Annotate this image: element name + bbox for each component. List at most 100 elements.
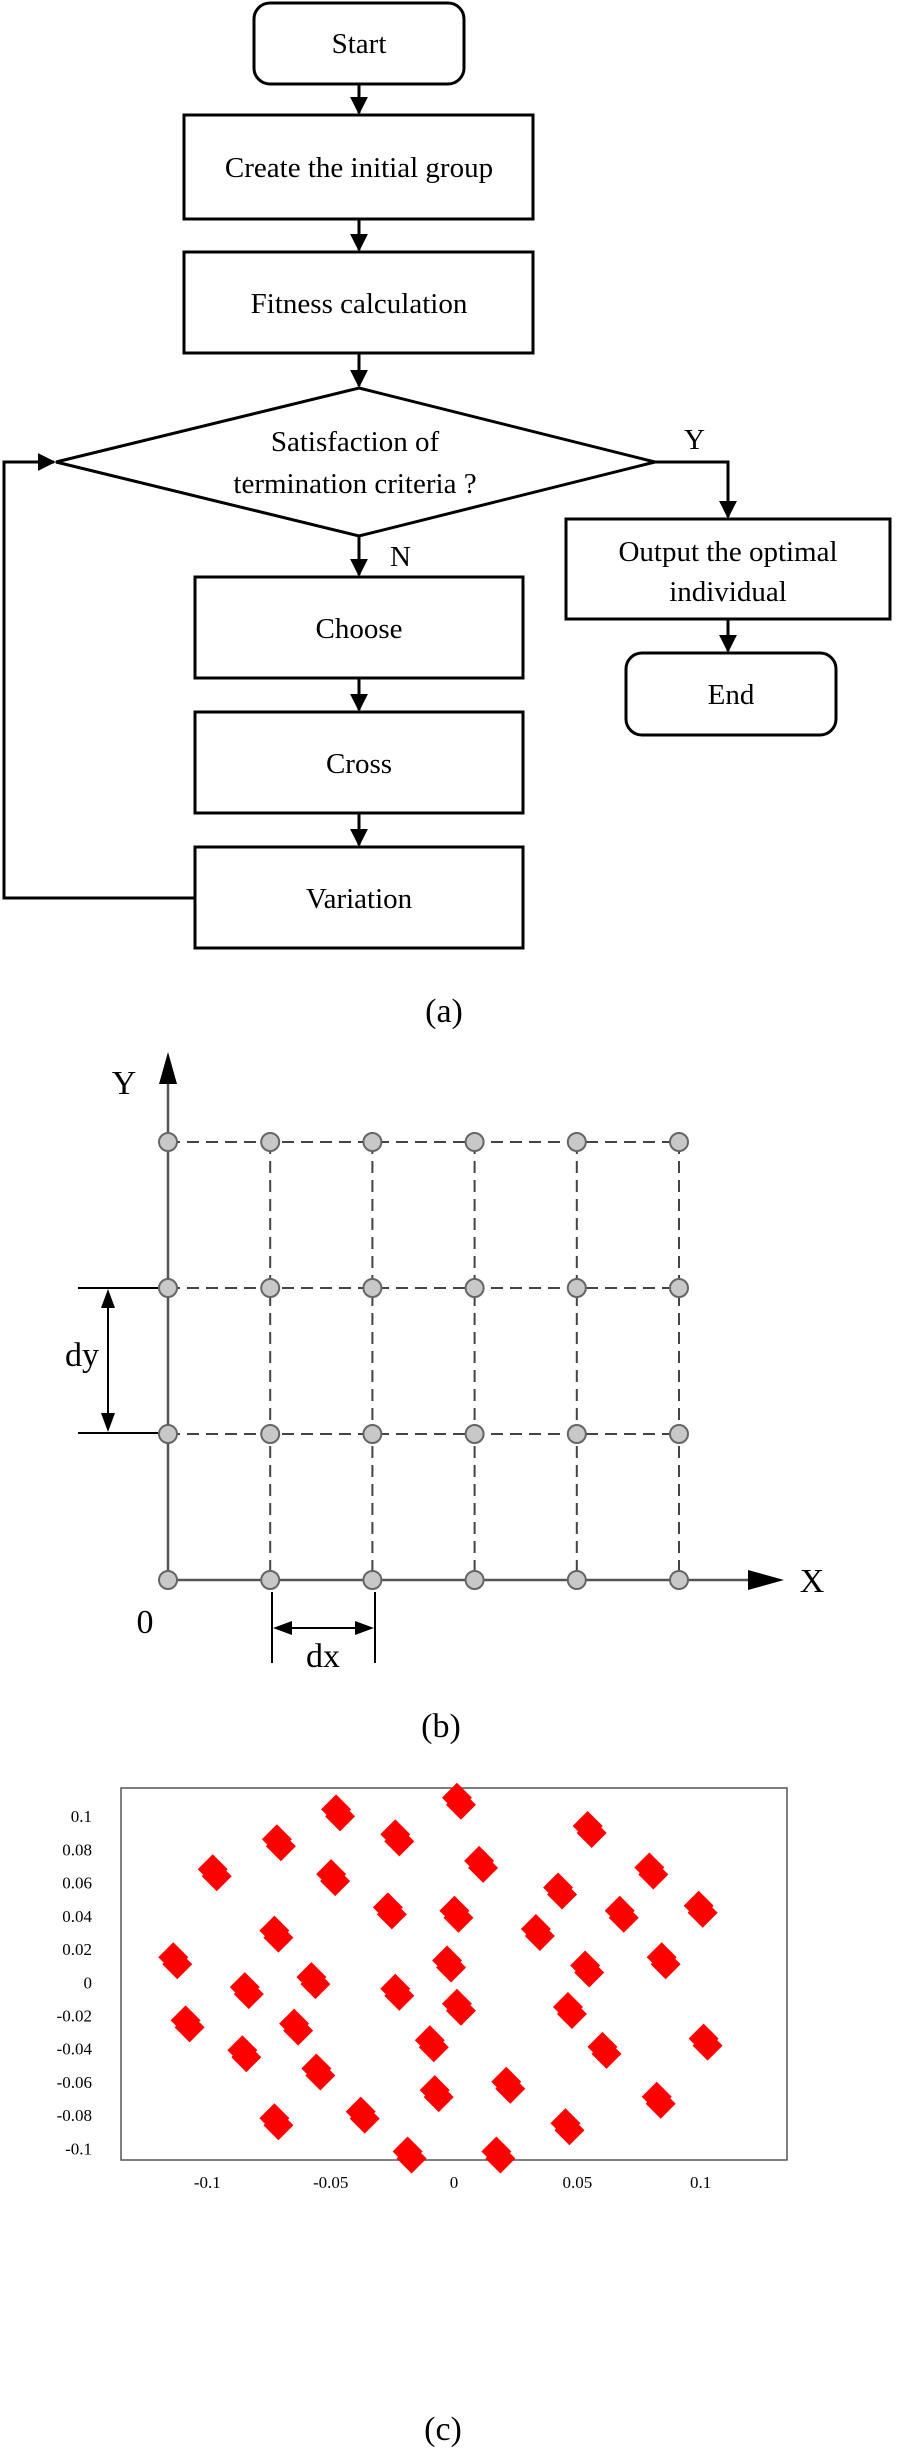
dx-arrow-right	[355, 1621, 374, 1635]
end-terminator	[624, 651, 838, 737]
y-tick-labels: 0.10.080.060.040.020-0.02-0.04-0.06-0.08…	[57, 1807, 93, 2158]
scatter-point	[441, 1988, 476, 2026]
arrow-yes-branch	[655, 460, 737, 519]
grid-dashed-lines	[168, 1141, 680, 1580]
x-tick-label: 0.05	[562, 2173, 592, 2192]
origin-label: 0	[137, 1604, 154, 1641]
x-tick-label: -0.1	[194, 2173, 221, 2192]
y-tick-label: -0.08	[57, 2106, 92, 2125]
fitness-label: Fitness calculation	[251, 288, 468, 320]
grid-node	[260, 1424, 281, 1444]
scatter-point	[688, 2023, 723, 2061]
grid-node	[158, 1570, 178, 1590]
grid-node	[464, 1132, 485, 1152]
caption-b: (b)	[421, 1708, 461, 1745]
choose-label: Choose	[316, 613, 403, 645]
scatter-point	[197, 1854, 232, 1892]
grid-nodes	[158, 1132, 689, 1590]
arrow-feedback-loop	[2, 453, 195, 900]
scatter-point	[227, 2035, 262, 2073]
dx-label: dx	[306, 1638, 340, 1675]
scatter-point	[372, 1892, 407, 1930]
scatter-point	[552, 1992, 587, 2030]
scatter-point	[683, 1890, 718, 1928]
scatter-point	[170, 2005, 205, 2043]
grid-node	[464, 1278, 485, 1298]
grid-node	[566, 1424, 587, 1444]
scatter-point	[641, 2081, 676, 2119]
grid-node	[260, 1132, 281, 1152]
y-tick-label: 0.02	[62, 1940, 92, 1959]
grid-node	[464, 1424, 485, 1444]
grid-panel: Y X 0 dy dx (b)	[65, 1052, 824, 1745]
scatter-point	[321, 1794, 356, 1832]
y-tick-label: 0.1	[71, 1807, 92, 1826]
grid-node	[669, 1132, 689, 1152]
scatter-point	[158, 1942, 193, 1980]
scatter-point	[550, 2108, 585, 2146]
scatter-point	[441, 1782, 476, 1820]
scatter-point	[419, 2075, 454, 2113]
scatter-point	[432, 1945, 467, 1983]
caption-a: (a)	[425, 993, 463, 1030]
grid-node	[566, 1570, 587, 1590]
scatter-point	[634, 1852, 669, 1890]
grid-node	[669, 1570, 689, 1590]
y-axis-arrowhead	[159, 1052, 177, 1084]
yes-label: Y	[684, 424, 705, 456]
scatter-point	[279, 2008, 314, 2046]
scatter-point	[261, 1824, 296, 1862]
grid-node	[362, 1570, 383, 1590]
x-tick-label: 0.1	[690, 2173, 711, 2192]
end-label: End	[708, 679, 755, 711]
scatter-panel: 0.10.080.060.040.020-0.02-0.04-0.06-0.08…	[57, 1782, 788, 2448]
flowchart-panel: Start Create the initial group Fitness c…	[2, 1, 892, 1030]
grid-node	[362, 1424, 383, 1444]
start-label: Start	[332, 28, 387, 60]
decision-label-line2: termination criteria ?	[233, 468, 476, 500]
scatter-point	[316, 1859, 351, 1897]
dy-label: dy	[65, 1337, 99, 1374]
output-optimal-box	[564, 517, 892, 621]
scatter-point	[646, 1942, 681, 1980]
y-tick-label: 0.04	[62, 1907, 92, 1926]
y-tick-label: -0.02	[57, 2007, 92, 2026]
scatter-point	[543, 1872, 578, 1910]
scatter-point	[464, 1845, 499, 1883]
x-axis-label: X	[800, 1563, 825, 1600]
create-group-box	[182, 113, 535, 221]
scatter-point	[572, 1811, 607, 1849]
grid-node	[158, 1278, 178, 1298]
scatter-point	[229, 1972, 264, 2010]
grid-node	[362, 1278, 383, 1298]
grid-node	[158, 1132, 178, 1152]
scatter-point	[380, 1973, 415, 2011]
dy-arrow-down	[101, 1413, 115, 1432]
scatter-point	[345, 2096, 380, 2134]
y-tick-label: -0.1	[65, 2139, 92, 2158]
variation-label: Variation	[306, 883, 413, 915]
output-label-line2: individual	[669, 576, 787, 608]
scatter-point	[301, 2053, 336, 2091]
grid-node	[362, 1132, 383, 1152]
scatter-point	[259, 1915, 294, 1953]
y-tick-label: 0	[84, 1973, 93, 1992]
y-tick-label: -0.04	[57, 2040, 93, 2059]
termination-decision-diamond	[55, 386, 656, 538]
dy-dimension: dy	[65, 1287, 158, 1434]
decision-label-line1: Satisfaction of	[271, 426, 440, 458]
grid-node	[260, 1278, 281, 1298]
caption-c: (c)	[424, 2411, 462, 2448]
scatter-point	[587, 2031, 622, 2069]
grid-node	[669, 1278, 689, 1298]
grid-node	[566, 1132, 587, 1152]
scatter-point	[481, 2136, 516, 2174]
grid-node	[158, 1424, 178, 1444]
scatter-point	[439, 1895, 474, 1933]
scatter-point	[604, 1895, 639, 1933]
output-label-line1: Output the optimal	[618, 536, 837, 568]
scatter-point	[392, 2136, 427, 2174]
